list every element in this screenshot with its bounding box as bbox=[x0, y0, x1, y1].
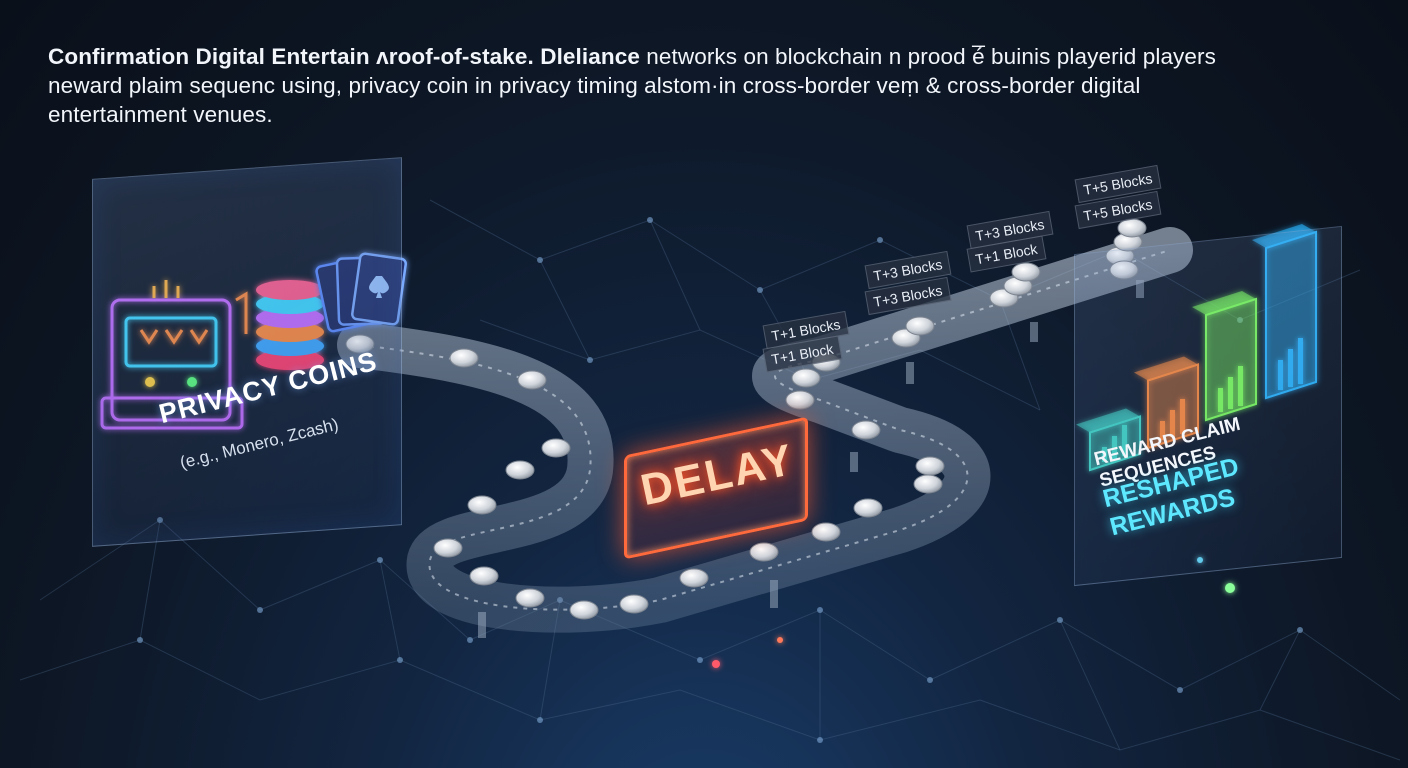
reward-bar-inner bbox=[1288, 349, 1293, 387]
coin bbox=[913, 474, 943, 494]
coin bbox=[345, 334, 375, 354]
coin bbox=[749, 542, 779, 562]
playing-cards-icon bbox=[315, 252, 407, 333]
reward-bar bbox=[1076, 408, 1141, 472]
coin bbox=[569, 600, 599, 620]
reward-bar-inner bbox=[1180, 399, 1185, 434]
blockchain-track bbox=[337, 227, 1193, 633]
coin bbox=[853, 498, 883, 518]
reward-bar-inner bbox=[1238, 366, 1243, 406]
coin bbox=[467, 495, 497, 515]
coin bbox=[679, 568, 709, 588]
coin bbox=[619, 594, 649, 614]
headline-line3: entertainment venues. bbox=[48, 102, 273, 127]
reward-bar-inner bbox=[1102, 447, 1107, 462]
reward-bar-inner bbox=[1112, 436, 1117, 459]
reward-bar-inner bbox=[1278, 360, 1283, 390]
headline-line2: neward plaim sequenc using, privacy coin… bbox=[48, 73, 1141, 98]
coin bbox=[517, 370, 547, 390]
coin bbox=[469, 566, 499, 586]
reward-bar-top bbox=[1252, 224, 1316, 248]
reward-bar bbox=[1192, 291, 1257, 422]
coin bbox=[433, 538, 463, 558]
reward-bar-inner bbox=[1170, 410, 1175, 437]
reward-bar-top bbox=[1076, 408, 1140, 433]
reward-bar-inner bbox=[1298, 338, 1303, 384]
coin bbox=[515, 588, 545, 608]
reward-bar-top bbox=[1192, 291, 1256, 315]
headline: Confirmation Digital Entertain ʌroof-of-… bbox=[48, 42, 1368, 129]
reward-bar-inner bbox=[1228, 377, 1233, 409]
coin bbox=[1011, 262, 1041, 282]
accent-nodes bbox=[712, 557, 1235, 668]
coin bbox=[1109, 260, 1139, 280]
coin bbox=[785, 390, 815, 410]
coin bbox=[905, 316, 935, 336]
headline-line1: networks on blockchain n prood é̅ buinis… bbox=[639, 44, 1216, 69]
reward-bar-group bbox=[1076, 224, 1317, 472]
reward-bar-inner bbox=[1122, 425, 1127, 456]
coin bbox=[791, 368, 821, 388]
reward-bar-inner bbox=[1160, 421, 1165, 440]
coin bbox=[915, 456, 945, 476]
reward-bar bbox=[1134, 356, 1199, 450]
reward-bar-top bbox=[1134, 356, 1198, 381]
reward-bar bbox=[1252, 224, 1317, 400]
coin bbox=[449, 348, 479, 368]
slot-machine-icon bbox=[100, 280, 248, 430]
coin bbox=[505, 460, 535, 480]
coin bbox=[851, 420, 881, 440]
headline-bold: Confirmation Digital Entertain ʌroof-of-… bbox=[48, 44, 640, 69]
track-pillars bbox=[478, 280, 1144, 638]
reward-bar-inner bbox=[1218, 388, 1223, 412]
coin bbox=[1117, 218, 1147, 238]
coin bbox=[541, 438, 571, 458]
coin bbox=[811, 522, 841, 542]
chip-stack-icon bbox=[256, 280, 324, 370]
